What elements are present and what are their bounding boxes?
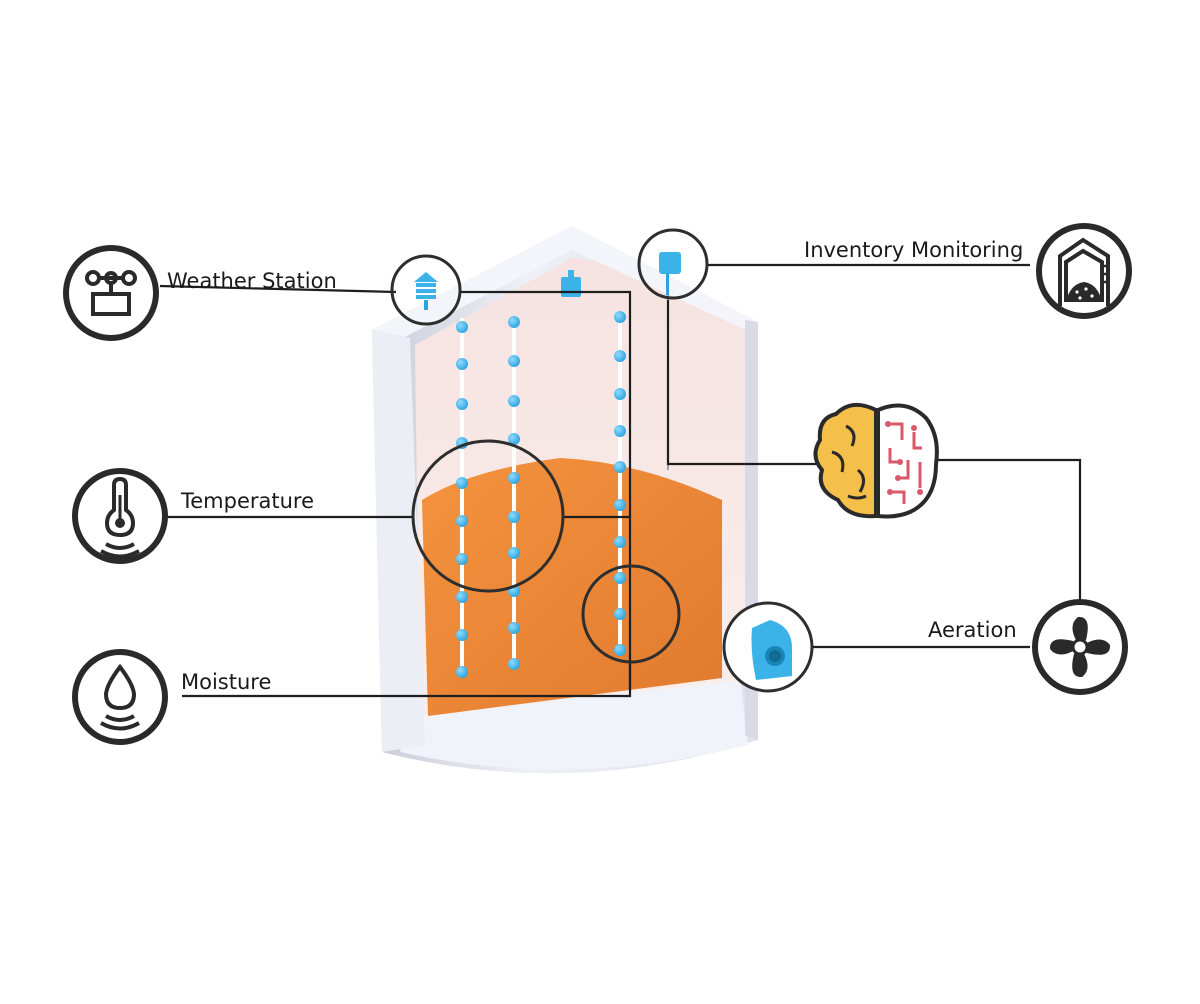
sensor-node	[456, 515, 468, 527]
aeration-fan-callout	[722, 601, 814, 693]
sensor-node	[614, 536, 626, 548]
sensor-node	[508, 622, 520, 634]
sensor-node	[508, 658, 520, 670]
sensor-node	[456, 629, 468, 641]
moisture-callout	[581, 564, 681, 664]
fan-icon	[1032, 599, 1128, 695]
sensor-node	[508, 511, 520, 523]
sensor-node	[456, 358, 468, 370]
grain-bin-cutaway	[372, 226, 758, 774]
aeration-label: Aeration	[928, 618, 1017, 642]
sensor-node	[456, 477, 468, 489]
water-drop-icon	[72, 649, 168, 745]
sensor-node	[456, 591, 468, 603]
brain-circuit-icon	[813, 402, 939, 519]
sensor-node	[508, 547, 520, 559]
sensor-node	[614, 350, 626, 362]
silo-left-wall-edge	[372, 330, 425, 752]
silo-roof-edge	[372, 226, 758, 337]
weather-sensor-device	[414, 272, 438, 310]
temperature-callout	[411, 439, 565, 593]
connector-lines	[159, 263, 1082, 698]
sensor-node	[614, 644, 626, 656]
sensor-nodes	[456, 311, 626, 678]
moisture-label: Moisture	[181, 670, 272, 694]
sensor-node	[456, 321, 468, 333]
sensor-node	[614, 388, 626, 400]
grain-bin-icon	[1036, 223, 1132, 319]
sensor-node	[508, 395, 520, 407]
sensor-node	[614, 311, 626, 323]
sensor-node	[456, 398, 468, 410]
sensor-node	[456, 666, 468, 678]
grain-pile	[422, 458, 722, 716]
inventory-monitoring-label: Inventory Monitoring	[804, 238, 1024, 262]
sensor-node	[456, 553, 468, 565]
inventory-sensor-callout	[637, 228, 709, 300]
sensor-node	[508, 472, 520, 484]
weather-station-label: Weather Station	[167, 269, 337, 293]
weather-station-icon	[63, 245, 159, 341]
aeration-duct	[751, 620, 792, 680]
sensor-node	[508, 355, 520, 367]
sensor-node	[614, 461, 626, 473]
sensor-cables	[460, 312, 622, 672]
sensor-node	[614, 425, 626, 437]
sensor-node	[508, 433, 520, 445]
temperature-label: Temperature	[181, 489, 315, 513]
sensor-node	[614, 499, 626, 511]
thermometer-icon	[72, 468, 168, 564]
sensor-node	[508, 316, 520, 328]
sensor-node	[614, 572, 626, 584]
sensor-node	[614, 608, 626, 620]
weather-station-callout	[390, 254, 462, 326]
